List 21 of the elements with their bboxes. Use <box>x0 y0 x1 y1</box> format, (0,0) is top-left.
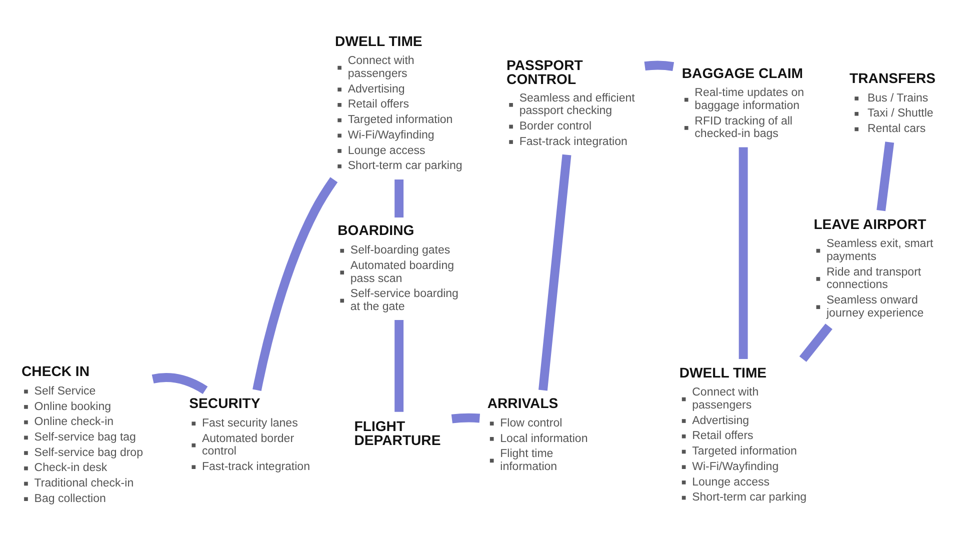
node-text: DWELL TIME Connect with passengers Advertising Retail offers Targeted information Wi-Fi/Wayfinding Lounge access Short-term car parking <box>335 32 462 172</box>
node-text: BAGGAGE CLAIM Real-time updates on baggage information RFID tracking of all checked-in bags <box>682 64 804 140</box>
connector <box>876 142 894 212</box>
node-text: CHECK IN Self Service Online booking Online check-in Self-service bag tag Self-service bag drop Check-in desk Traditional check-in Bag collection <box>22 362 143 505</box>
connector <box>394 180 404 218</box>
node-text: LEAVE AIRPORT Seamless exit, smart payments Ride and transport connections Seamless onward journey experience <box>814 216 934 320</box>
connector <box>152 373 208 394</box>
connector <box>799 324 832 362</box>
node-text: PASSPORT CONTROL Seamless and efficient passport checking Border control Fast-track integration <box>506 57 635 148</box>
connector <box>644 60 674 71</box>
node-text: TRANSFERS Bus / Trains Taxi / Shuttle Rental cars <box>850 70 936 136</box>
connector <box>252 177 338 391</box>
node-text: DWELL TIME Connect with passengers Advertising Retail offers Targeted information Wi-Fi/Wayfinding Lounge access Short-term car parking <box>679 364 807 504</box>
connector <box>538 154 572 391</box>
node-text: BOARDING Self-boarding gates Automated boarding pass scan Self-service boarding at the gate <box>338 222 458 313</box>
node-text: SECURITY Fast security lanes Automated border control Fast-track integration <box>189 394 310 473</box>
node-text: ARRIVALS Flow control Local information Flight time information <box>487 394 588 473</box>
node-text: FLIGHT DEPARTURE <box>354 418 441 448</box>
connector <box>738 147 748 360</box>
connector <box>394 320 404 412</box>
connector <box>451 413 480 424</box>
